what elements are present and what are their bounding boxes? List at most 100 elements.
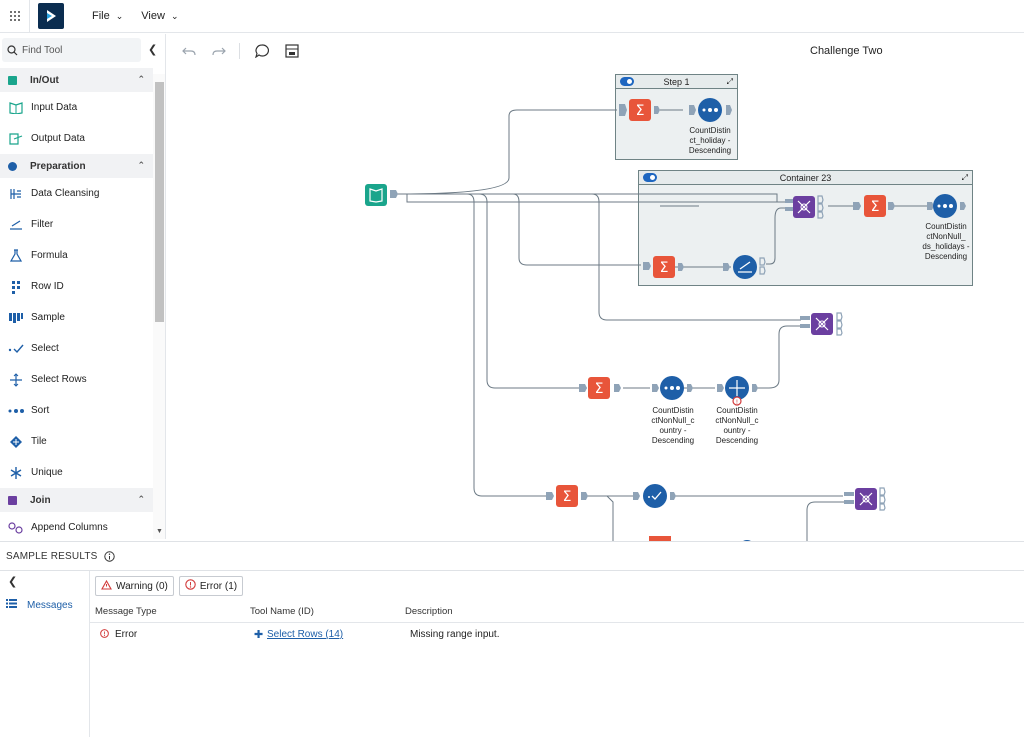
join-tool[interactable] — [800, 312, 843, 336]
find-tool-input[interactable] — [22, 44, 132, 56]
connection — [397, 193, 785, 203]
tool-label: Sample — [31, 312, 65, 323]
warning-icon — [101, 579, 112, 593]
message-description: Missing range input. — [410, 629, 500, 640]
connection — [397, 193, 587, 389]
view-menu-label: View — [141, 10, 165, 22]
summarize-tool[interactable]: Σ — [643, 256, 684, 278]
sort-tool[interactable] — [927, 194, 966, 218]
broom-icon — [8, 186, 24, 202]
join-tool[interactable] — [785, 195, 824, 219]
tool-input-data[interactable]: Input Data — [0, 92, 153, 123]
table-row: Error ✚ Select Rows (14) Missing range i… — [90, 624, 1024, 646]
tool-label: Formula — [31, 250, 68, 261]
sort-icon — [8, 403, 24, 419]
tool-append-columns[interactable]: Append Columns — [0, 512, 153, 539]
app-logo — [38, 3, 64, 29]
connections — [396, 109, 935, 542]
connection — [396, 109, 617, 195]
results-title: SAMPLE RESULTS — [6, 550, 98, 562]
message-filters: Warning (0) Error (1) — [95, 576, 244, 596]
error-filter-button[interactable]: Error (1) — [178, 576, 244, 596]
file-menu[interactable]: File ⌄ — [92, 10, 123, 22]
scroll-down-icon[interactable]: ▼ — [156, 528, 163, 535]
workflow-canvas[interactable]: Step 1 ⤢ Container 23 ⤢ — [167, 68, 1024, 542]
sidebar-scroll-thumb[interactable] — [155, 82, 164, 322]
summarize-tool[interactable]: Σ — [619, 99, 660, 121]
tool-filter[interactable]: Filter — [0, 209, 153, 240]
tool-label: Append Columns — [31, 522, 108, 533]
column-header[interactable]: Description — [405, 606, 453, 617]
tool-label: Select Rows — [31, 374, 87, 385]
container-title: Container 23 — [779, 173, 832, 183]
canvas-toolbar: Challenge Two — [167, 34, 1024, 68]
tool-tile[interactable]: Tile — [0, 426, 153, 457]
column-header[interactable]: Message Type — [95, 606, 157, 617]
container-toggle[interactable] — [643, 173, 657, 182]
container-header[interactable]: Step 1 ⤢ — [616, 75, 737, 89]
category-preparation[interactable]: Preparation ⌃ — [0, 154, 153, 178]
summarize-tool[interactable]: Σ — [579, 377, 621, 399]
check-icon — [8, 341, 24, 357]
sample-icon — [8, 310, 24, 326]
expand-icon[interactable]: ⤢ — [961, 173, 968, 182]
tool-output-data[interactable]: Output Data — [0, 123, 153, 154]
svg-text:Σ: Σ — [871, 199, 880, 215]
tool-formula[interactable]: Formula — [0, 240, 153, 271]
tool-unique[interactable]: Unique — [0, 457, 153, 488]
filter-icon — [8, 217, 24, 233]
join-tool[interactable] — [844, 487, 886, 511]
select-tool[interactable] — [633, 484, 676, 508]
category-join[interactable]: Join ⌃ — [0, 488, 153, 512]
undo-icon[interactable] — [181, 43, 197, 59]
results-sidebar: ❮ Messages — [0, 571, 90, 737]
append-icon — [8, 520, 24, 536]
tool-select[interactable]: Select — [0, 333, 153, 364]
view-menu[interactable]: View ⌄ — [141, 10, 178, 22]
sort-tool[interactable] — [689, 98, 732, 122]
sort-tool[interactable] — [652, 376, 693, 400]
column-header[interactable]: Tool Name (ID) — [250, 606, 314, 617]
tool-link[interactable]: Select Rows (14) — [267, 629, 344, 640]
expand-icon[interactable]: ⤢ — [726, 77, 733, 86]
app-grid-icon[interactable] — [0, 0, 30, 33]
node-label: CountDistin ct_holiday - Descending — [688, 126, 732, 155]
tool-search — [2, 38, 141, 62]
tool-label: Row ID — [31, 281, 64, 292]
messages-tab[interactable]: Messages — [6, 599, 73, 611]
tool-data-cleansing[interactable]: Data Cleansing — [0, 178, 153, 209]
summarize-tool[interactable] — [649, 536, 671, 542]
workflow-title: Challenge Two — [810, 45, 883, 57]
tool-list: In/Out ⌃ Input Data Output Data Preparat… — [0, 68, 153, 539]
category-label: Preparation — [30, 160, 86, 172]
category-in-out[interactable]: In/Out ⌃ — [0, 68, 153, 92]
tool-select-rows[interactable]: Select Rows — [0, 364, 153, 395]
input-data-tool[interactable] — [365, 184, 398, 206]
back-arrow-icon[interactable]: ❮ — [8, 576, 18, 588]
toolbar-divider — [239, 43, 240, 59]
summarize-tool[interactable]: Σ — [853, 195, 895, 217]
tool-label: Select — [31, 343, 59, 354]
tool-sample[interactable]: Sample — [0, 302, 153, 333]
filter-tool[interactable] — [723, 255, 766, 279]
svg-text:Σ: Σ — [636, 103, 645, 119]
tool-row-id[interactable]: Row ID — [0, 271, 153, 302]
select-rows-icon — [8, 372, 24, 388]
container-icon[interactable] — [284, 43, 300, 59]
tool-sort[interactable]: Sort — [0, 395, 153, 426]
tool-label: Input Data — [31, 102, 78, 113]
tool-label: Filter — [31, 219, 54, 230]
connection — [766, 207, 785, 265]
select-rows-tool[interactable]: ! — [717, 376, 758, 406]
file-menu-label: File — [92, 10, 110, 22]
redo-icon[interactable] — [211, 43, 227, 59]
category-label: In/Out — [30, 74, 59, 86]
warning-filter-button[interactable]: Warning (0) — [95, 576, 174, 596]
node-label: CountDistin ctNonNull_ ds_holidays - Des… — [922, 222, 970, 261]
container-header[interactable]: Container 23 ⤢ — [639, 171, 972, 185]
info-icon[interactable] — [103, 550, 115, 562]
summarize-tool[interactable]: Σ — [546, 485, 588, 507]
container-toggle[interactable] — [620, 77, 634, 86]
collapse-sidebar-icon[interactable]: ❮ — [148, 44, 158, 56]
comment-icon[interactable] — [254, 43, 270, 59]
